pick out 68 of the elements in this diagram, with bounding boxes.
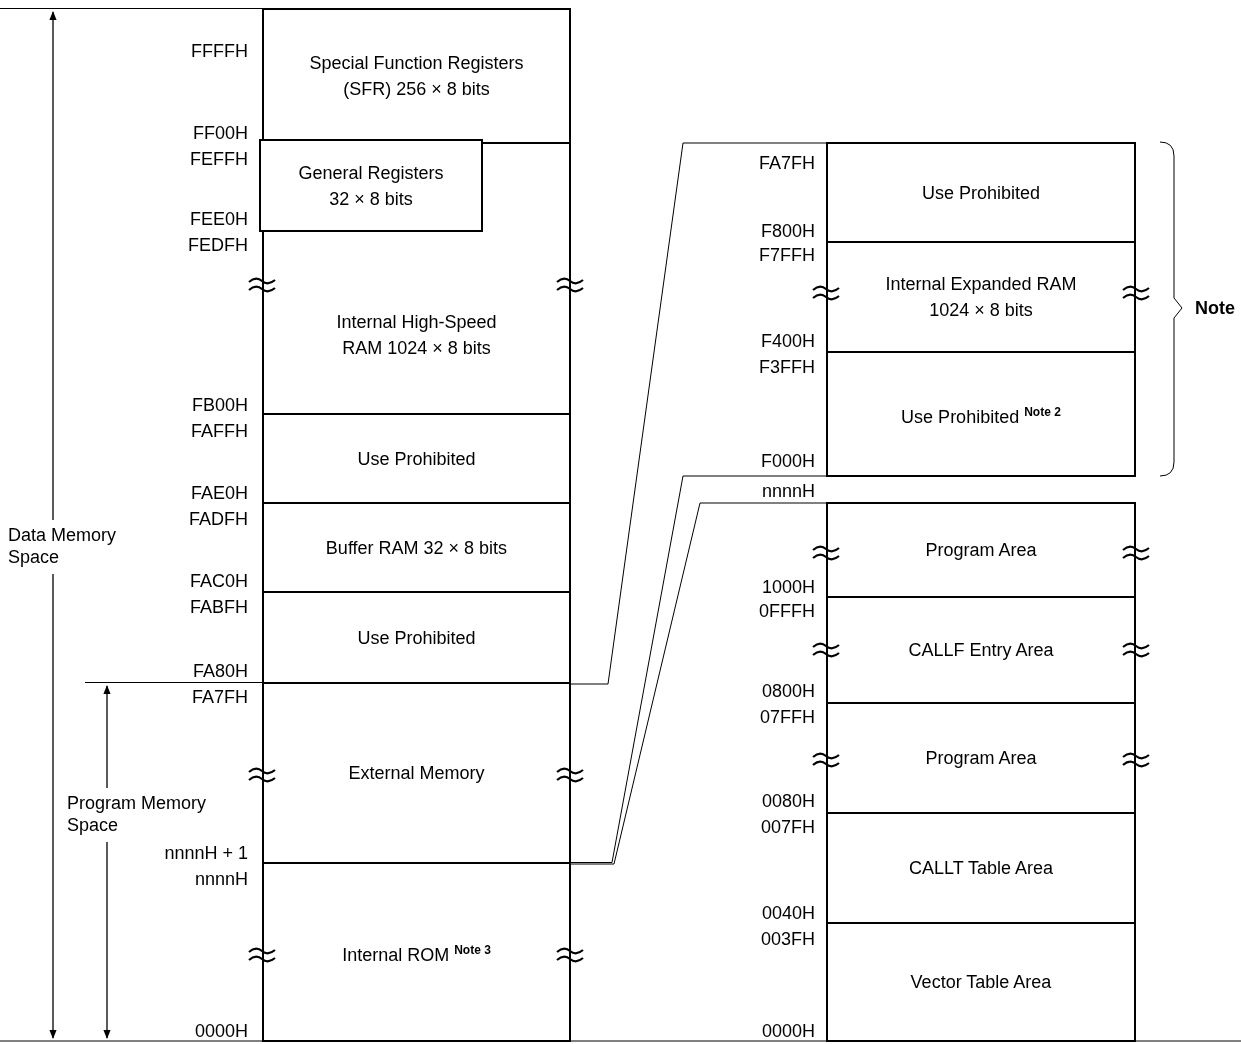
address-label: FA7FH bbox=[759, 152, 815, 174]
address-label: FA80H bbox=[192, 660, 248, 682]
address-label: nnnnH + 1 bbox=[164, 842, 248, 864]
address-label: FB00H bbox=[191, 394, 248, 416]
memory-block bbox=[262, 8, 571, 144]
memory-block bbox=[826, 702, 1136, 814]
memory-block bbox=[826, 596, 1136, 704]
block-label: External Memory bbox=[348, 762, 485, 785]
address-label: F800H bbox=[760, 220, 815, 242]
memory-block bbox=[826, 922, 1136, 1042]
block-label: Program Area bbox=[925, 539, 1037, 562]
block-label: Internal High-Speed RAM 1024 × 8 bits bbox=[335, 311, 498, 360]
address-label: FAFFH bbox=[191, 420, 248, 442]
address-label: 1000H bbox=[761, 576, 815, 598]
address-label: FFFFH bbox=[191, 40, 248, 62]
address-label: FEDFH bbox=[188, 234, 248, 256]
block-label: Internal Expanded RAM 1024 × 8 bits bbox=[884, 273, 1078, 322]
address-label: FABFH bbox=[190, 596, 248, 618]
block-label: Vector Table Area bbox=[910, 971, 1052, 994]
expansion-line bbox=[570, 142, 827, 685]
block-label: General Registers 32 × 8 bits bbox=[297, 161, 445, 211]
note-label: Note bbox=[1195, 297, 1235, 319]
memory-block bbox=[262, 502, 571, 593]
block-label: Use Prohibited bbox=[921, 181, 1041, 205]
block-label: Use Prohibited $^{Note 2}$ bbox=[901, 403, 1061, 429]
address-label: F000H bbox=[760, 450, 815, 472]
address-label: F3FFH bbox=[759, 356, 815, 378]
address-label: 0000H bbox=[761, 1020, 815, 1042]
memory-block bbox=[262, 142, 571, 415]
memory-block bbox=[262, 591, 571, 684]
address-label: 003FH bbox=[760, 928, 815, 950]
axis-label: Program Memory Space bbox=[67, 792, 207, 836]
address-label: 0000H bbox=[194, 1020, 248, 1042]
block-label: Use Prohibited bbox=[357, 626, 476, 650]
address-label: FEE0H bbox=[189, 208, 248, 230]
address-label: F400H bbox=[760, 330, 815, 352]
block-label: CALLT Table Area bbox=[908, 857, 1054, 880]
memory-block bbox=[826, 142, 1136, 243]
address-label: FEFFH bbox=[190, 148, 248, 170]
address-label: 0FFFH bbox=[759, 600, 815, 622]
block-label: Internal ROM $^{Note 3}$ bbox=[342, 941, 491, 967]
address-label: 0080H bbox=[761, 790, 815, 812]
memory-block bbox=[259, 139, 483, 232]
block-label: CALLF Entry Area bbox=[908, 639, 1054, 662]
memory-block bbox=[826, 812, 1136, 924]
block-label: Program Area bbox=[925, 747, 1037, 770]
memory-block bbox=[826, 351, 1136, 477]
axis-label: Data Memory Space bbox=[8, 524, 118, 568]
block-label: Special Function Registers (SFR) 256 × 8 bits bbox=[308, 52, 525, 101]
address-label: 0040H bbox=[761, 902, 815, 924]
memory-block bbox=[262, 862, 571, 1042]
address-label: FA7FH bbox=[192, 686, 248, 708]
address-label: 0800H bbox=[761, 680, 815, 702]
address-label: F7FFH bbox=[759, 244, 815, 266]
address-label: FAC0H bbox=[189, 570, 248, 592]
block-label: Use Prohibited bbox=[357, 447, 476, 471]
address-label: 007FH bbox=[760, 816, 815, 838]
memory-block bbox=[262, 682, 571, 864]
block-label: Buffer RAM 32 × 8 bits bbox=[325, 536, 508, 560]
address-label: nnnnH bbox=[194, 868, 248, 890]
memory-block bbox=[826, 241, 1136, 353]
address-label: 07FFH bbox=[760, 706, 815, 728]
memory-block bbox=[826, 502, 1136, 598]
address-label: FADFH bbox=[189, 508, 248, 530]
memory-block bbox=[262, 413, 571, 504]
address-label: nnnnH bbox=[761, 480, 815, 502]
address-label: FF00H bbox=[193, 122, 248, 144]
address-label: FAE0H bbox=[190, 482, 248, 504]
